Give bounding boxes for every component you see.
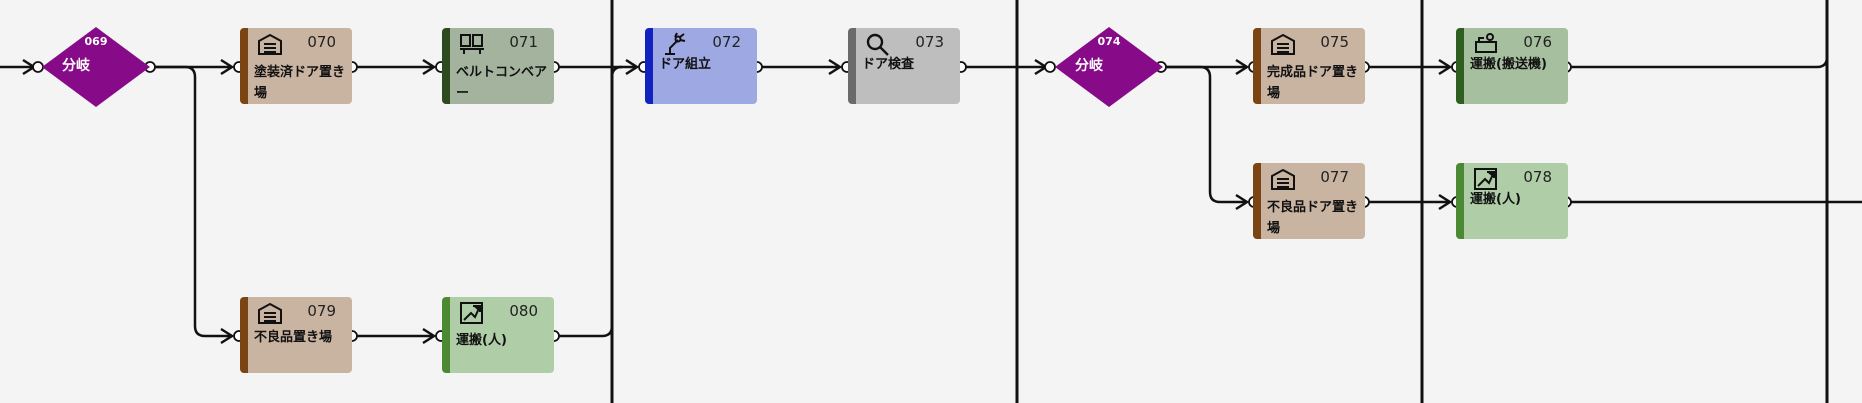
- warehouse-icon: [257, 301, 283, 325]
- arrowhead: [1235, 58, 1250, 76]
- node-label: ドア組立: [659, 57, 712, 72]
- conveyor-icon: [459, 32, 485, 56]
- process-node-077[interactable]: 077 不良品ドア置き場: [1253, 163, 1365, 239]
- branch-node-069[interactable]: 069 分岐: [42, 27, 150, 107]
- node-number: 077: [1320, 168, 1349, 186]
- branch-label: 分岐: [1075, 58, 1103, 74]
- node-number: 078: [1523, 168, 1552, 186]
- connector-080-072: [558, 65, 623, 338]
- process-node-075[interactable]: 075 完成品ドア置き場: [1253, 28, 1365, 104]
- process-node-070[interactable]: 070 塗装済ドア置き場: [240, 28, 352, 104]
- port-in: [1044, 61, 1056, 73]
- arrowhead: [220, 327, 235, 345]
- process-node-072[interactable]: 072 ドア組立: [645, 28, 757, 104]
- hand-carry-icon: [1473, 167, 1499, 191]
- connector-074-077: [1165, 65, 1247, 204]
- process-node-078[interactable]: 078 運搬(人): [1456, 163, 1568, 239]
- hand-carry-icon: [459, 301, 485, 325]
- arrowhead: [828, 58, 843, 76]
- arrowhead: [625, 58, 640, 76]
- diamond-shape: [42, 27, 150, 107]
- warehouse-icon: [1270, 167, 1296, 191]
- node-label: 運搬(人): [456, 333, 507, 348]
- process-node-076[interactable]: 076 運搬(搬送機): [1456, 28, 1568, 104]
- warehouse-icon: [257, 32, 283, 56]
- branch-number: 069: [84, 35, 108, 48]
- node-label: 塗装済ドア置き場: [254, 65, 346, 101]
- node-label: 運搬(人): [1470, 192, 1521, 207]
- arrowhead: [1438, 193, 1453, 211]
- node-number: 076: [1523, 33, 1552, 51]
- branch-label: 分岐: [62, 58, 90, 74]
- transport-machine-icon: [1473, 32, 1499, 56]
- node-label: ドア検査: [862, 57, 915, 72]
- robot-arm-icon: [662, 32, 688, 56]
- arrowhead: [422, 58, 437, 76]
- branch-number: 074: [1097, 35, 1121, 48]
- connector-069-079: [154, 65, 232, 338]
- diamond-shape: [1055, 27, 1163, 107]
- node-label: ベルトコンベアー: [456, 65, 548, 101]
- process-node-080[interactable]: 080 運搬(人): [442, 297, 554, 373]
- arrowhead: [1235, 193, 1250, 211]
- node-label: 運搬(搬送機): [1470, 57, 1547, 72]
- node-number: 073: [915, 33, 944, 51]
- node-number: 075: [1320, 33, 1349, 51]
- node-number: 079: [307, 302, 336, 320]
- magnifier-icon: [865, 32, 891, 56]
- branch-node-074[interactable]: 074 分岐: [1055, 27, 1163, 107]
- node-label: 完成品ドア置き場: [1267, 65, 1359, 101]
- node-number: 080: [509, 302, 538, 320]
- node-label: 不良品置き場: [254, 330, 333, 345]
- arrowhead: [220, 58, 235, 76]
- process-node-079[interactable]: 079 不良品置き場: [240, 297, 352, 373]
- node-number: 070: [307, 33, 336, 51]
- arrowhead: [422, 327, 437, 345]
- connector-076-out: [1570, 0, 1829, 69]
- arrowhead: [1438, 58, 1453, 76]
- process-node-071[interactable]: 071 ベルトコンベアー: [442, 28, 554, 104]
- warehouse-icon: [1270, 32, 1296, 56]
- node-number: 071: [509, 33, 538, 51]
- node-number: 072: [712, 33, 741, 51]
- node-label: 不良品ドア置き場: [1267, 200, 1359, 236]
- process-node-073[interactable]: 073 ドア検査: [848, 28, 960, 104]
